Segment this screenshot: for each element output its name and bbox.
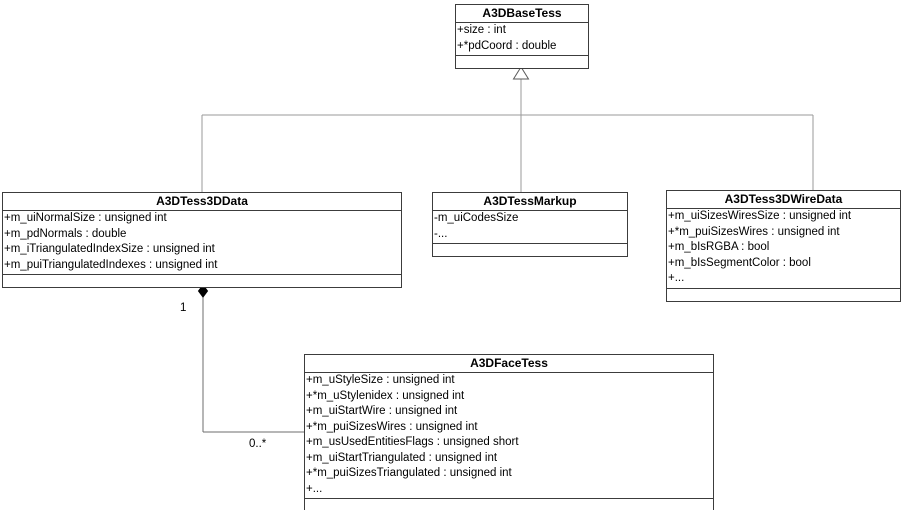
class-a3dtessmarkup-methods — [433, 244, 627, 256]
attribute: +m_bIsRGBA : bool — [668, 241, 770, 253]
class-a3dtess3ddata-title: A3DTess3DData — [3, 193, 401, 211]
attribute: +m_puiTriangulatedIndexes : unsigned int — [4, 258, 218, 271]
class-a3dtess3ddata: A3DTess3DData +m_uiNormalSize : unsigned… — [2, 192, 402, 288]
class-a3dbasetess: A3DBaseTess +size : int +*pdCoord : doub… — [455, 4, 589, 69]
class-a3dbasetess-attributes: +size : int +*pdCoord : double — [456, 23, 588, 56]
class-a3dbasetess-title: A3DBaseTess — [456, 5, 588, 23]
attribute: +m_uiStartWire : unsigned int — [306, 405, 458, 417]
class-a3dfacetess-title: A3DFaceTess — [305, 355, 713, 373]
class-a3dtess3ddata-attributes: +m_uiNormalSize : unsigned int +m_pdNorm… — [3, 211, 401, 275]
class-a3dtessmarkup-attributes: -m_uiCodesSize -... — [433, 211, 627, 244]
class-a3dtess3dwiredata: A3DTess3DWireData +m_uiSizesWiresSize : … — [666, 190, 901, 302]
attribute: +m_pdNormals : double — [4, 227, 127, 240]
attribute: +*m_puiSizesWires : unsigned int — [306, 420, 478, 433]
attribute: +m_bIsSegmentColor : bool — [668, 256, 811, 269]
composition-diamond — [197, 284, 209, 298]
class-a3dtess3dwiredata-attributes: +m_uiSizesWiresSize : unsigned int +*m_p… — [667, 209, 900, 289]
class-a3dfacetess-methods — [305, 499, 713, 510]
class-a3dfacetess-attributes: +m_uStyleSize : unsigned int +*m_uStylen… — [305, 373, 713, 499]
attribute: +m_usUsedEntitiesFlags : unsigned short — [306, 436, 519, 448]
attribute: +... — [668, 272, 685, 284]
composition-part-multiplicity-label: 0..* — [249, 438, 267, 450]
attribute: +... — [306, 482, 323, 495]
attribute: +m_uiNormalSize : unsigned int — [4, 212, 167, 224]
attribute: +m_iTriangulatedIndexSize : unsigned int — [4, 243, 215, 255]
attribute: +*m_puiSizesTriangulated : unsigned int — [306, 467, 512, 479]
attribute: -m_uiCodesSize — [434, 212, 519, 224]
class-a3dtess3ddata-methods — [3, 275, 401, 287]
attribute: +m_uiStartTriangulated : unsigned int — [306, 451, 498, 464]
class-a3dtessmarkup-title: A3DTessMarkup — [433, 193, 627, 211]
class-a3dbasetess-methods — [456, 56, 588, 68]
composition-whole-multiplicity-label: 1 — [180, 302, 187, 314]
attribute: +*m_uStylenidex : unsigned int — [306, 389, 465, 402]
class-a3dfacetess: A3DFaceTess +m_uStyleSize : unsigned int… — [304, 354, 714, 510]
attribute: +*pdCoord : double — [457, 39, 557, 52]
attribute: +size : int — [457, 24, 506, 36]
class-a3dtessmarkup: A3DTessMarkup -m_uiCodesSize -... — [432, 192, 628, 257]
class-a3dtess3dwiredata-methods — [667, 289, 900, 301]
attribute: -... — [434, 227, 448, 240]
attribute: +*m_puiSizesWires : unsigned int — [668, 225, 840, 238]
class-a3dtess3dwiredata-title: A3DTess3DWireData — [667, 191, 900, 209]
attribute: +m_uiSizesWiresSize : unsigned int — [668, 210, 852, 222]
inheritance-triangle-arrow — [512, 66, 530, 80]
attribute: +m_uStyleSize : unsigned int — [306, 374, 455, 386]
